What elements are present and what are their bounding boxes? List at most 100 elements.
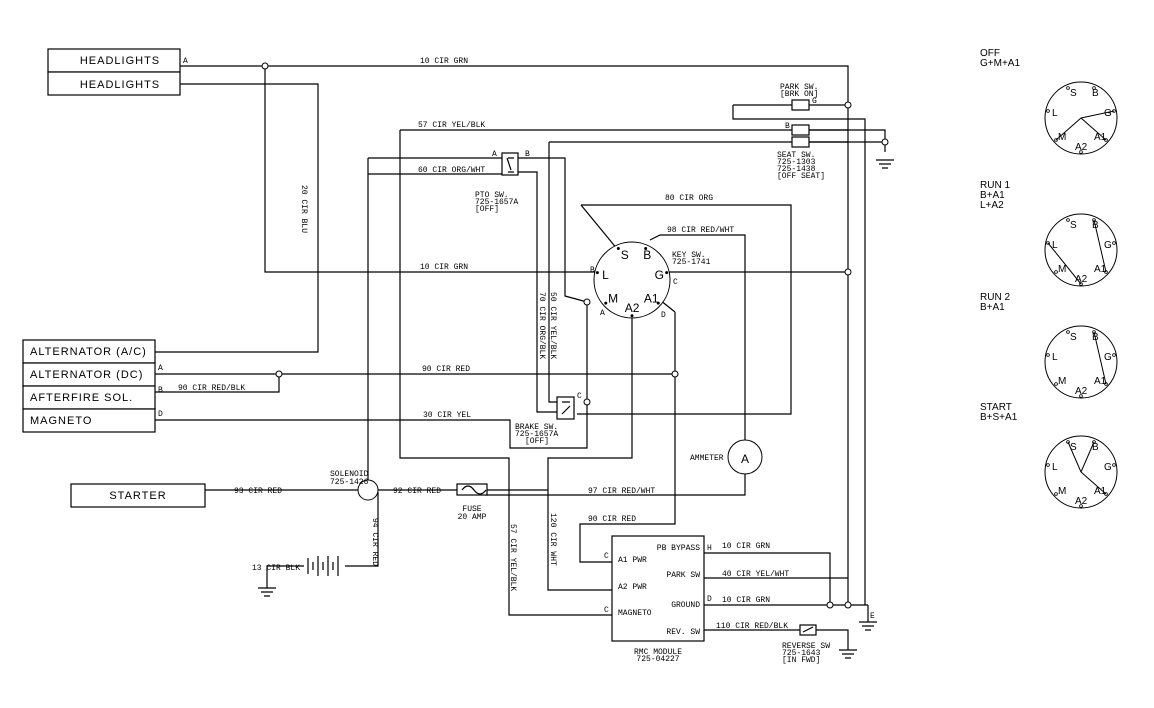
svg-text:REVERSE SW: REVERSE SW [782, 642, 830, 651]
svg-text:A: A [158, 364, 163, 373]
terminal-dot [1046, 353, 1050, 357]
key-position-title: RUN 2 [980, 292, 1010, 303]
seat-switch: SEAT SW. 725-1303 725-1438 [OFF SEAT] [777, 124, 825, 181]
svg-text:SOLENOID: SOLENOID [330, 470, 369, 479]
svg-text:A: A [492, 150, 497, 159]
terminal-label: S [1070, 332, 1077, 343]
magneto-label: MAGNETO [30, 415, 92, 427]
terminal-dot [644, 247, 648, 250]
terminal-label: G [1104, 352, 1112, 363]
svg-text:97 CIR RED/WHT: 97 CIR RED/WHT [588, 487, 655, 496]
terminal-dot [1079, 394, 1083, 398]
ground-icon [859, 621, 877, 631]
svg-text:G: G [812, 97, 817, 106]
svg-text:60 CIR ORG/WHT: 60 CIR ORG/WHT [418, 166, 485, 175]
svg-text:[OFF]: [OFF] [475, 205, 499, 214]
solenoid: SOLENOID 725-1426 [330, 470, 379, 501]
terminal-dot [1112, 353, 1116, 357]
svg-text:725-1657A: 725-1657A [475, 198, 518, 207]
terminal-dot [1112, 463, 1116, 467]
svg-text:10 CIR GRN: 10 CIR GRN [420, 57, 468, 66]
terminal-label: A2 [1075, 386, 1088, 397]
terminal-label: A2 [1075, 142, 1088, 153]
svg-text:D: D [158, 410, 163, 419]
terminal-dot [1046, 463, 1050, 467]
svg-text:725-1438: 725-1438 [777, 165, 816, 174]
svg-text:725-1643: 725-1643 [782, 649, 821, 658]
terminal-dot [1112, 241, 1116, 245]
terminal-label: G [1104, 108, 1112, 119]
key-position-combo: L+A2 [980, 200, 1004, 211]
terminal-dot [1066, 218, 1070, 222]
terminal-label: A2 [1075, 274, 1088, 285]
svg-text:40 CIR YEL/WHT: 40 CIR YEL/WHT [722, 570, 789, 579]
svg-text:D: D [707, 595, 712, 604]
svg-text:KEY SW.: KEY SW. [672, 251, 706, 260]
svg-text:C: C [604, 606, 609, 615]
terminal-label-b: B [643, 248, 651, 262]
contact-bridge [1080, 117, 1107, 141]
contact-bridge [1047, 242, 1082, 285]
contact-bridge [1080, 110, 1115, 119]
rmc-module: A1 PWR A2 PWR MAGNETO PB BYPASS PARK SW … [611, 535, 705, 664]
svg-text:A: A [741, 452, 749, 466]
key-switch-face [1044, 81, 1118, 155]
svg-text:92 CIR RED: 92 CIR RED [393, 487, 441, 496]
svg-text:20 CIR BLU: 20 CIR BLU [299, 185, 308, 233]
terminal-dot [1066, 330, 1070, 334]
brake-switch: BRAKE SW. 725-1657A [OFF] [515, 396, 575, 446]
ammeter: A AMMETER [690, 439, 763, 475]
terminal-label: G [1104, 240, 1112, 251]
svg-text:[OFF]: [OFF] [525, 437, 549, 446]
terminal-label: M [1058, 264, 1066, 275]
ground-icon [876, 159, 894, 169]
terminal-label: M [1058, 132, 1066, 143]
svg-text:90 CIR RED: 90 CIR RED [588, 515, 636, 524]
svg-text:725-1426: 725-1426 [330, 478, 369, 487]
svg-text:RMC MODULE: RMC MODULE [634, 648, 682, 657]
svg-text:H: H [707, 544, 712, 553]
terminal-label: A1 [1094, 132, 1107, 143]
svg-text:A2 PWR: A2 PWR [618, 583, 647, 592]
terminal-label: L [1052, 352, 1058, 363]
svg-text:110 CIR RED/BLK: 110 CIR RED/BLK [716, 622, 788, 631]
svg-text:SEAT SW.: SEAT SW. [777, 151, 815, 160]
svg-text:[IN FWD]: [IN FWD] [782, 656, 820, 665]
terminal-label-a2: A2 [625, 301, 640, 315]
svg-text:[BRK ON]: [BRK ON] [780, 90, 818, 99]
starter-label: STARTER [109, 490, 166, 502]
wire-labels: 10 CIR GRN 20 CIR BLU 57 CIR YEL/BLK 60 … [178, 57, 789, 631]
terminal-label: L [1052, 462, 1058, 473]
svg-text:C: C [673, 278, 678, 287]
terminal-dot [665, 271, 669, 275]
starter-block: STARTER [70, 483, 206, 508]
contact-bridge [1080, 441, 1095, 473]
svg-text:A: A [600, 309, 605, 318]
key-position-title: START [980, 402, 1012, 413]
key-position-combo: B+A1 [980, 302, 1005, 313]
terminal-dot [1066, 86, 1070, 90]
svg-text:70 CIR ORG/BLK: 70 CIR ORG/BLK [537, 292, 546, 359]
terminal-dot [595, 271, 599, 275]
terminal-dot [1054, 492, 1058, 496]
pin-letters: A A B D A B C G B B A C D C C H D E [158, 57, 875, 621]
key-switch-face [1044, 325, 1118, 399]
terminal-dot [1046, 109, 1050, 113]
terminal-label: A1 [1094, 486, 1107, 497]
svg-text:PB BYPASS: PB BYPASS [657, 544, 700, 553]
svg-text:94 CIR RED: 94 CIR RED [370, 518, 379, 566]
svg-text:FUSE: FUSE [462, 505, 481, 514]
svg-text:C: C [577, 392, 582, 401]
ground-icon [839, 649, 857, 659]
terminal-label: B [1092, 88, 1099, 99]
terminal-label: M [1058, 376, 1066, 387]
svg-text:90 CIR RED: 90 CIR RED [422, 365, 470, 374]
svg-text:13 CIR BLK: 13 CIR BLK [252, 564, 300, 573]
alternator-ac-label: ALTERNATOR (A/C) [30, 346, 147, 358]
contact-bridge [1055, 117, 1082, 141]
reverse-switch: REVERSE SW 725-1643 [IN FWD] [782, 624, 830, 665]
svg-text:20 AMP: 20 AMP [458, 513, 487, 522]
